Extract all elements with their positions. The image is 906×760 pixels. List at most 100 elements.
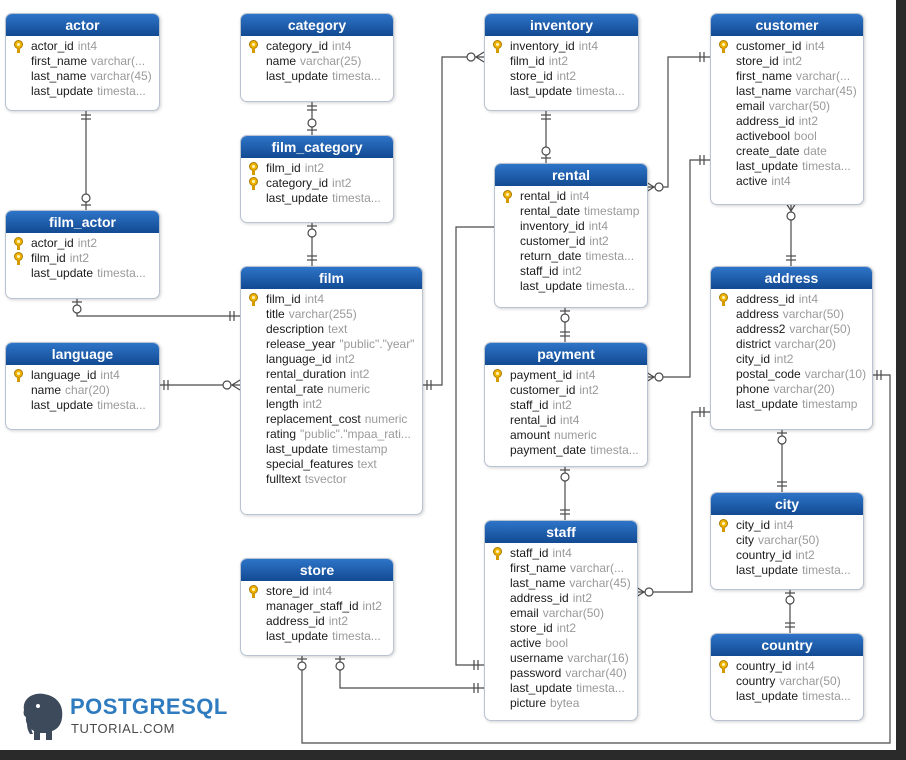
table-title[interactable]: category bbox=[241, 14, 393, 36]
table-title[interactable]: address bbox=[711, 267, 872, 289]
table-title[interactable]: inventory bbox=[485, 14, 638, 36]
column-row[interactable]: rating"public"."mpaa_rati... bbox=[241, 427, 422, 442]
table-title[interactable]: staff bbox=[485, 521, 637, 543]
column-row[interactable]: release_year"public"."year" bbox=[241, 337, 422, 352]
table-title[interactable]: film_category bbox=[241, 136, 393, 158]
table-title[interactable]: language bbox=[6, 343, 159, 365]
table-title[interactable]: actor bbox=[6, 14, 159, 36]
table-title[interactable]: payment bbox=[485, 343, 647, 365]
table-title[interactable]: rental bbox=[495, 164, 647, 186]
table-title[interactable]: store bbox=[241, 559, 393, 581]
table-title[interactable]: film bbox=[241, 267, 422, 289]
table-title[interactable]: city bbox=[711, 493, 863, 515]
table-title[interactable]: film_actor bbox=[6, 211, 159, 233]
